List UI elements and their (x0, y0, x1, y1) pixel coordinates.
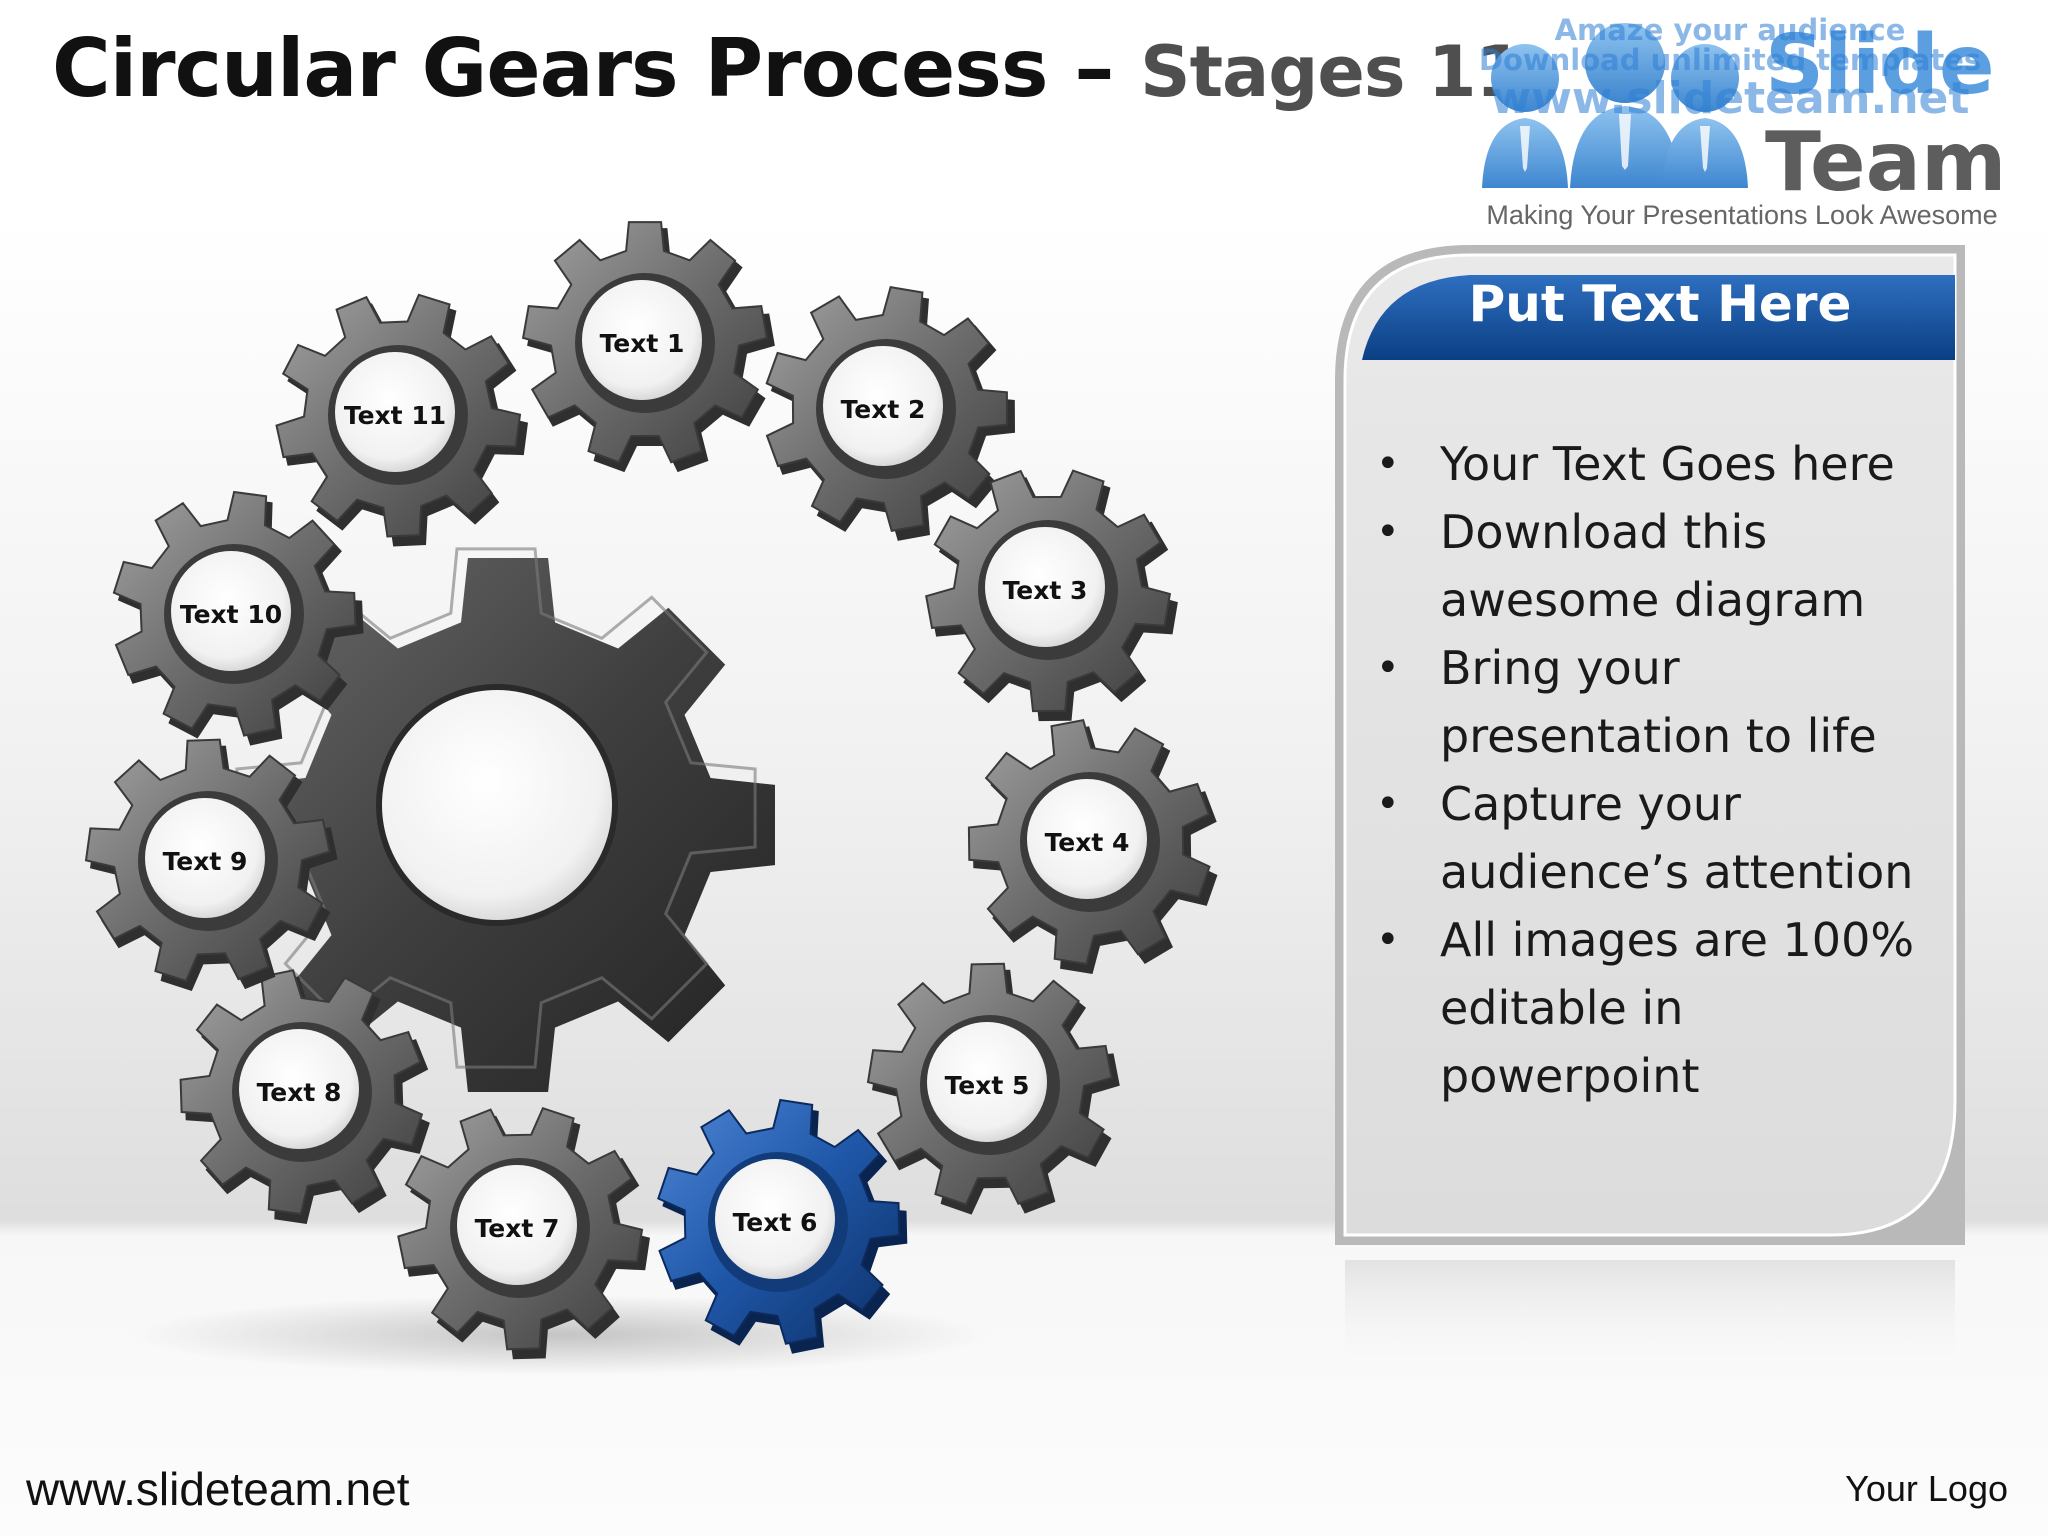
gear-hole (239, 1029, 359, 1149)
gear-label: Text 10 (180, 600, 282, 629)
gear-ring: Text 1 Text 2 Text 3 Text 4 Text 5 Text 6 Text… (84, 221, 1218, 1360)
gear-label: Text 5 (945, 1071, 1030, 1100)
bullet-item: Bring your presentation to life (1370, 634, 1930, 770)
gear-hole (927, 1022, 1047, 1142)
gear-hole (171, 551, 291, 671)
gear-label: Text 11 (344, 401, 446, 430)
gear-hole (985, 527, 1105, 647)
watermark-line: Amaze your audience (1554, 13, 1906, 47)
text-panel: Put Text Here Your Text Goes here Downlo… (1310, 230, 1980, 1380)
gear-stage-4: Text 4 (967, 719, 1218, 974)
gear-stage-9: Text 9 (84, 738, 338, 991)
panel-header: Put Text Here (1468, 275, 1852, 333)
logo-tagline: Making Your Presentations Look Awesome (1486, 200, 1998, 230)
slide-title-main: Circular Gears Process – (52, 22, 1141, 115)
gear-label: Text 4 (1045, 828, 1130, 857)
gear-stage-6: Text 6 (657, 1098, 908, 1354)
logo-word-team: Team (1765, 115, 2006, 210)
logo-word-slide: Slide (1765, 18, 1995, 113)
gear-stage-3: Text 3 (925, 469, 1178, 722)
footer-url[interactable]: www.slideteam.net (26, 1463, 410, 1515)
center-gear-hole (376, 684, 618, 926)
bullet-item: Download this awesome diagram (1370, 498, 1930, 634)
gear-hole (715, 1159, 835, 1279)
slide-title: Circular Gears Process – Stages 11 (52, 22, 1524, 115)
gear-hole (457, 1165, 577, 1285)
gear-stage-7: Text 7 (397, 1106, 650, 1360)
gear-label: Text 6 (733, 1208, 818, 1237)
gear-label: Text 8 (257, 1078, 342, 1107)
slideteam-logo: Slide Team (1482, 18, 2006, 210)
gear-stage-11: Text 11 (275, 293, 528, 547)
gear-stage-1: Text 1 (521, 221, 775, 473)
center-gear (235, 547, 775, 1092)
footer-logo-placeholder: Your Logo (1845, 1468, 2008, 1509)
gear-stage-5: Text 5 (866, 962, 1120, 1215)
gear-stage-2: Text 2 (765, 285, 1015, 541)
bullet-list: Your Text Goes here Download this awesom… (1370, 430, 1930, 1110)
gear-hole (582, 280, 702, 400)
watermark: Amaze your audience Download unlimited t… (1430, 15, 2030, 122)
watermark-line: www.slideteam.net (1490, 72, 1970, 124)
watermark-line: Download unlimited templates (1478, 43, 1982, 78)
bullet-item: Capture your audience’s attention (1370, 770, 1930, 906)
slide-title-sub: Stages 11 (1140, 31, 1524, 113)
bullet-item: All images are 100% editable in powerpoi… (1370, 906, 1930, 1110)
gear-hole (335, 352, 455, 472)
gear-hole (823, 346, 943, 466)
gear-hole (145, 798, 265, 918)
gear-stage-8: Text 8 (179, 969, 430, 1224)
bullet-item: Your Text Goes here (1370, 430, 1930, 498)
gear-label: Text 7 (475, 1214, 560, 1243)
gear-stage-10: Text 10 (112, 490, 364, 746)
gear-label: Text 2 (841, 395, 926, 424)
gear-label: Text 1 (600, 329, 685, 358)
gear-label: Text 3 (1003, 576, 1088, 605)
gear-hole (1027, 779, 1147, 899)
gear-label: Text 9 (163, 847, 248, 876)
circular-gears-diagram: Text 1 Text 2 Text 3 Text 4 Text 5 Text 6 Text… (84, 221, 1218, 1375)
